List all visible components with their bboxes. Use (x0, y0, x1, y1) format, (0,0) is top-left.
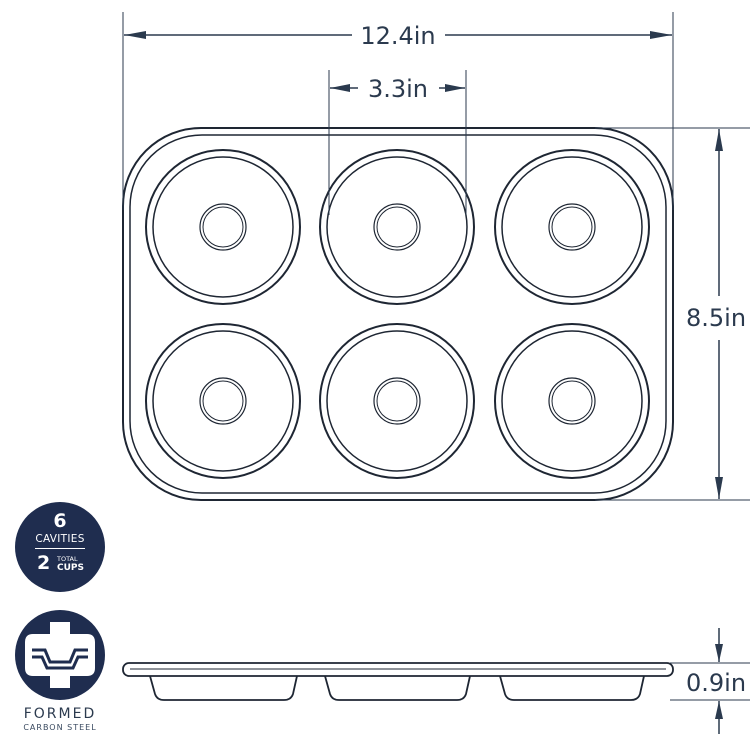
cavity (319, 323, 475, 479)
badge-divider (35, 548, 85, 549)
cavity (494, 323, 650, 479)
dimension-width-label: 12.4in (360, 22, 435, 50)
cup-count: 2 (37, 552, 51, 574)
pan-side-view (122, 662, 674, 701)
dimension-cavity (328, 70, 467, 215)
pan-outer-rim (122, 127, 674, 501)
cup-unit-label: CUPS (57, 563, 84, 573)
formed-steel-icon (25, 622, 95, 688)
dimension-height-label: 0.9in (686, 669, 746, 697)
cavity (319, 149, 475, 305)
formed-subtitle: CARBON STEEL (23, 723, 97, 732)
dimension-width (122, 12, 674, 210)
dimension-cavity-label: 3.3in (368, 75, 428, 103)
cavity (145, 323, 301, 479)
dimension-depth-label: 8.5in (686, 304, 746, 332)
cup-total-label: TOTAL (57, 555, 78, 563)
cavity (145, 149, 301, 305)
formed-badge (15, 610, 105, 700)
cavity-grid (145, 149, 650, 479)
cavity-count: 6 (53, 510, 67, 532)
dimension-depth (595, 127, 750, 501)
formed-title: FORMED (23, 706, 97, 722)
cavities-badge: 6 CAVITIES 2 TOTAL CUPS (15, 502, 105, 592)
cavity-count-label: CAVITIES (35, 533, 85, 545)
dimension-height (670, 628, 750, 734)
pan-inner-rim (129, 134, 667, 494)
cavity (494, 149, 650, 305)
pan-top-view (122, 127, 674, 501)
